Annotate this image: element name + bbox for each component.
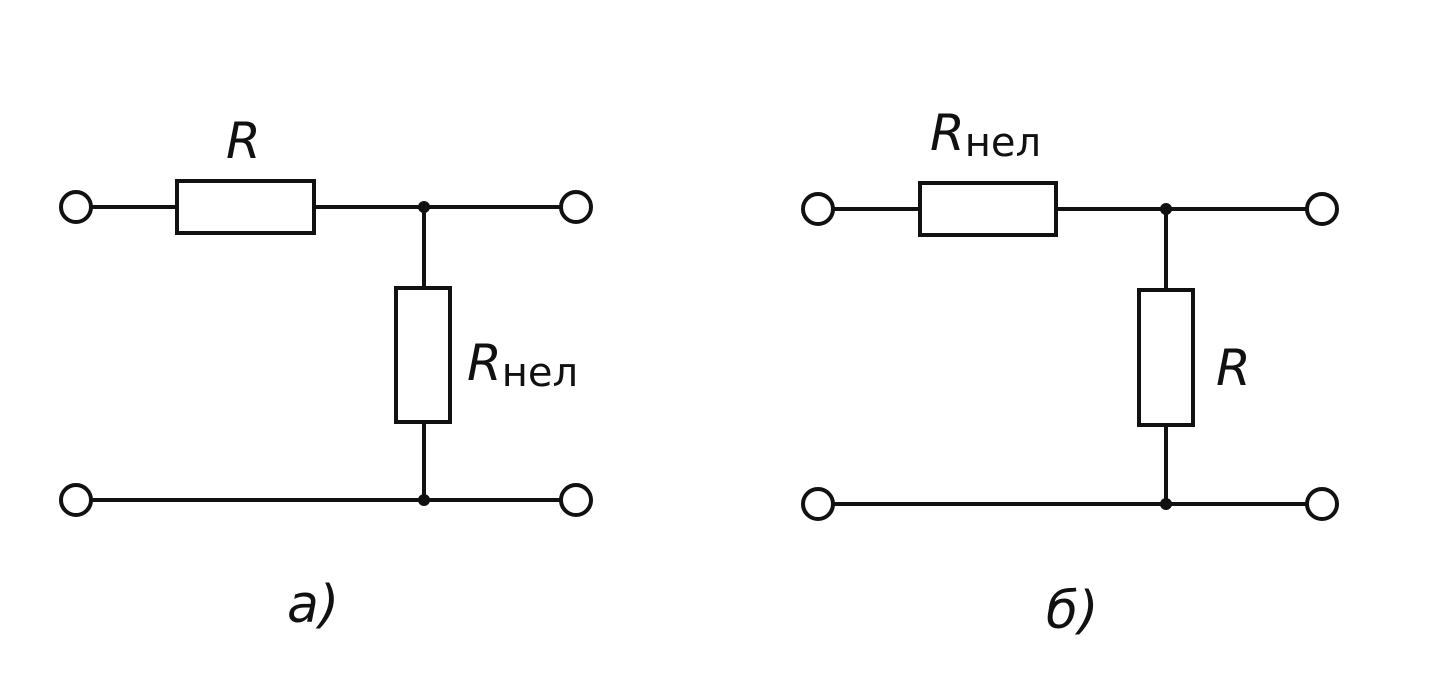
junction-node [1160,203,1172,215]
shunt-resistor-label: R [1216,339,1251,397]
caption-a: а) [287,575,339,635]
circuit-a: R Rнел а) [59,112,593,635]
shunt-resistor-label: Rнел [467,334,578,396]
input-terminal [59,190,93,224]
series-resistor-label: Rнел [930,104,1041,166]
junction-node [1160,498,1172,510]
shunt-resistor [394,286,452,424]
output-terminal [559,483,593,517]
caption-b: б) [1046,581,1098,641]
output-terminal [559,190,593,224]
series-resistor [175,179,316,235]
junction-node [418,494,430,506]
shunt-resistor [1137,288,1195,427]
input-terminal [801,487,835,521]
junction-node [418,201,430,213]
input-terminal [801,192,835,226]
output-terminal [1305,192,1339,226]
input-terminal [59,483,93,517]
circuit-b: Rнел R б) [801,104,1339,641]
output-terminal [1305,487,1339,521]
series-resistor-label: R [226,112,261,170]
series-resistor [918,181,1058,237]
